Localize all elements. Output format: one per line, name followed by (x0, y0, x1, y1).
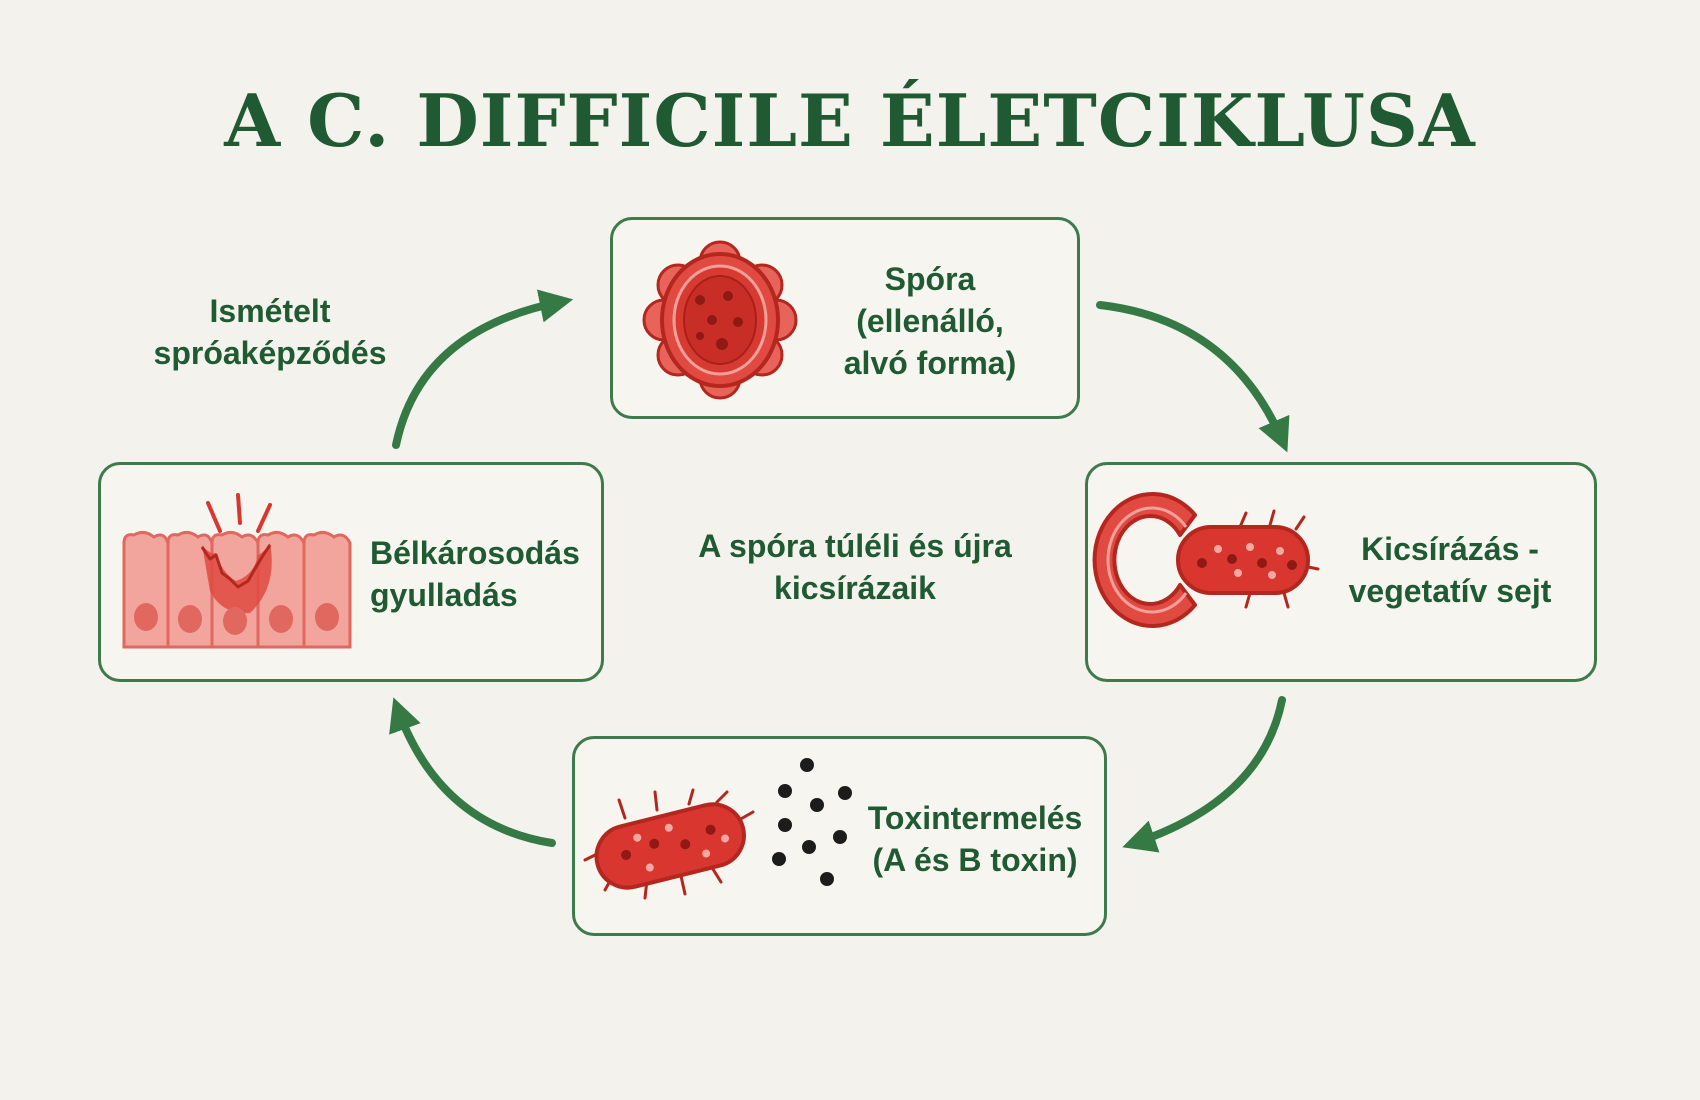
center-text: A spóra túléli és újra kicsírázaik (698, 528, 1012, 606)
arrow-germination-to-toxin (1122, 696, 1286, 853)
spore-icon (642, 240, 798, 400)
label-germination: Kicsírázás - vegetatív sejt (1348, 531, 1552, 609)
toxin-particles-icon (772, 758, 852, 886)
label-spore: Spóra (ellenálló, alvó forma) (843, 261, 1017, 381)
arrow-spore-to-germination (1096, 301, 1290, 453)
label-damage: Bélkárosodás gyulladás (370, 535, 580, 613)
stage-box-spore (610, 217, 1080, 419)
arrow-label-resporulation: Ismételt spróaképződés (153, 293, 387, 371)
diagram-title: A C. DIFFICILE ÉLETCIKLUSA (224, 78, 1476, 163)
arrow-damage-to-spore (392, 289, 574, 449)
arrow-toxin-to-damage (389, 697, 556, 847)
label-toxin: Toxintermelés (A és B toxin) (867, 800, 1083, 878)
damaged-epithelium-icon (122, 493, 352, 649)
germinating-spore-icon (1092, 492, 1320, 628)
stage-box-germination (1085, 462, 1597, 682)
bacterium-icon (583, 788, 755, 900)
